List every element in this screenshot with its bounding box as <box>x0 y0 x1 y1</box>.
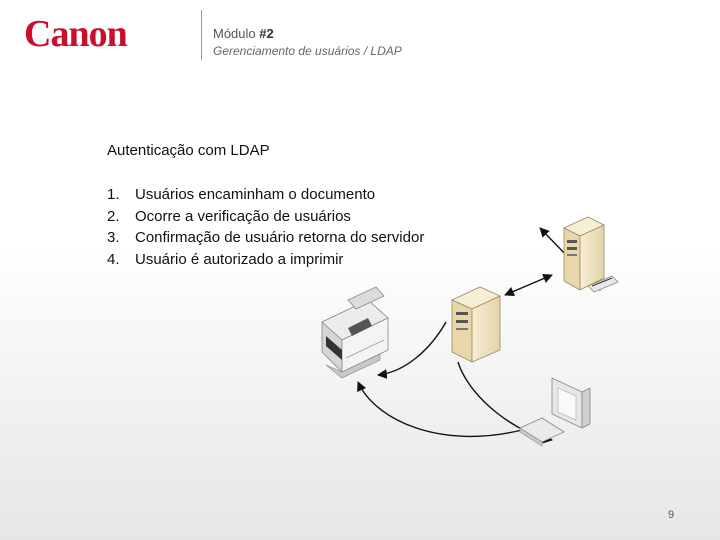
header-divider <box>201 10 202 60</box>
page-number: 9 <box>668 509 675 521</box>
printer-icon <box>321 286 389 379</box>
module-title: Módulo #2 <box>213 26 274 41</box>
module-subtitle: Gerenciamento de usuários / LDAP <box>213 44 402 58</box>
arrow-print-to-ldap-server <box>504 273 553 297</box>
step-number: 2. <box>107 207 120 225</box>
module-label: Módulo <box>213 26 256 41</box>
list-item: 1. Usuários encaminham o documento <box>107 184 424 206</box>
step-text: Usuário é autorizado a imprimir <box>135 250 344 268</box>
arrow-server-to-printer <box>377 321 447 379</box>
list-item: 3. Confirmação de usuário retorna do ser… <box>107 227 424 249</box>
list-item: 2. Ocorre a verificação de usuários <box>107 206 424 228</box>
workstation-icon <box>519 377 591 447</box>
step-number: 1. <box>107 186 120 203</box>
arrow-workstation-to-printer <box>357 381 523 438</box>
step-text: Usuários encaminham o documento <box>135 186 376 203</box>
step-number: 3. <box>107 229 120 246</box>
steps-list: 1. Usuários encaminham o documento 2. Oc… <box>107 184 424 270</box>
module-number: #2 <box>259 26 274 41</box>
step-text: Ocorre a verificação de usuários <box>135 207 351 225</box>
canon-logo: Canon <box>24 13 128 55</box>
print-server-icon <box>451 286 501 363</box>
list-item: 4. Usuário é autorizado a imprimir <box>107 249 424 271</box>
step-text: Confirmação de usuário retorna do servid… <box>135 229 425 246</box>
section-heading: Autenticação com LDAP <box>107 142 270 159</box>
ldap-server-icon <box>563 216 619 293</box>
step-number: 4. <box>107 250 120 268</box>
